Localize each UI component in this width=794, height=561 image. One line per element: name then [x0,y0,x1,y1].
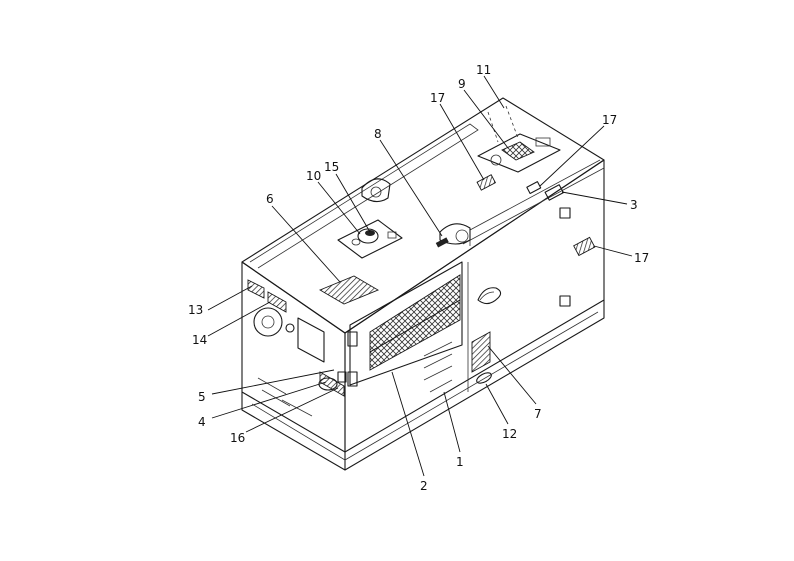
callout-11: 11 [476,63,491,77]
callout-1: 1 [456,455,464,469]
end-panel-details [247,279,347,417]
callout-6: 6 [266,192,274,206]
callout-8: 8 [374,127,382,141]
callout-17-right: 17 [634,251,649,265]
top-panel [241,97,605,334]
control-section [423,184,596,393]
callouts: 1 2 3 4 5 6 7 8 9 10 11 12 13 14 15 16 1… [188,63,649,493]
door-handle [477,287,502,305]
callout-13: 13 [188,303,203,317]
door-louver-lower [369,299,461,371]
vent-7 [471,331,491,373]
callout-3: 3 [630,198,638,212]
vent-13 [247,279,265,299]
callout-14: 14 [192,333,207,347]
round-cap [253,307,283,337]
exhaust-plate [318,275,380,305]
leader-lines [207,75,633,477]
callout-7: 7 [534,407,542,421]
vent-14 [267,291,287,313]
access-door [347,261,463,387]
enclosure-body [241,97,605,471]
top-details [318,105,561,305]
lifting-hook-front [361,178,391,203]
rear-vent-9 [501,141,535,161]
callout-17-upper: 17 [602,113,617,127]
callout-2: 2 [420,479,428,493]
callout-5: 5 [198,390,206,404]
callout-10: 10 [306,169,321,183]
callout-4: 4 [198,415,206,429]
callout-12: 12 [502,427,517,441]
callout-15: 15 [324,160,339,174]
callout-17-top: 17 [430,91,445,105]
callout-9: 9 [458,77,466,91]
callout-16: 16 [230,431,245,445]
